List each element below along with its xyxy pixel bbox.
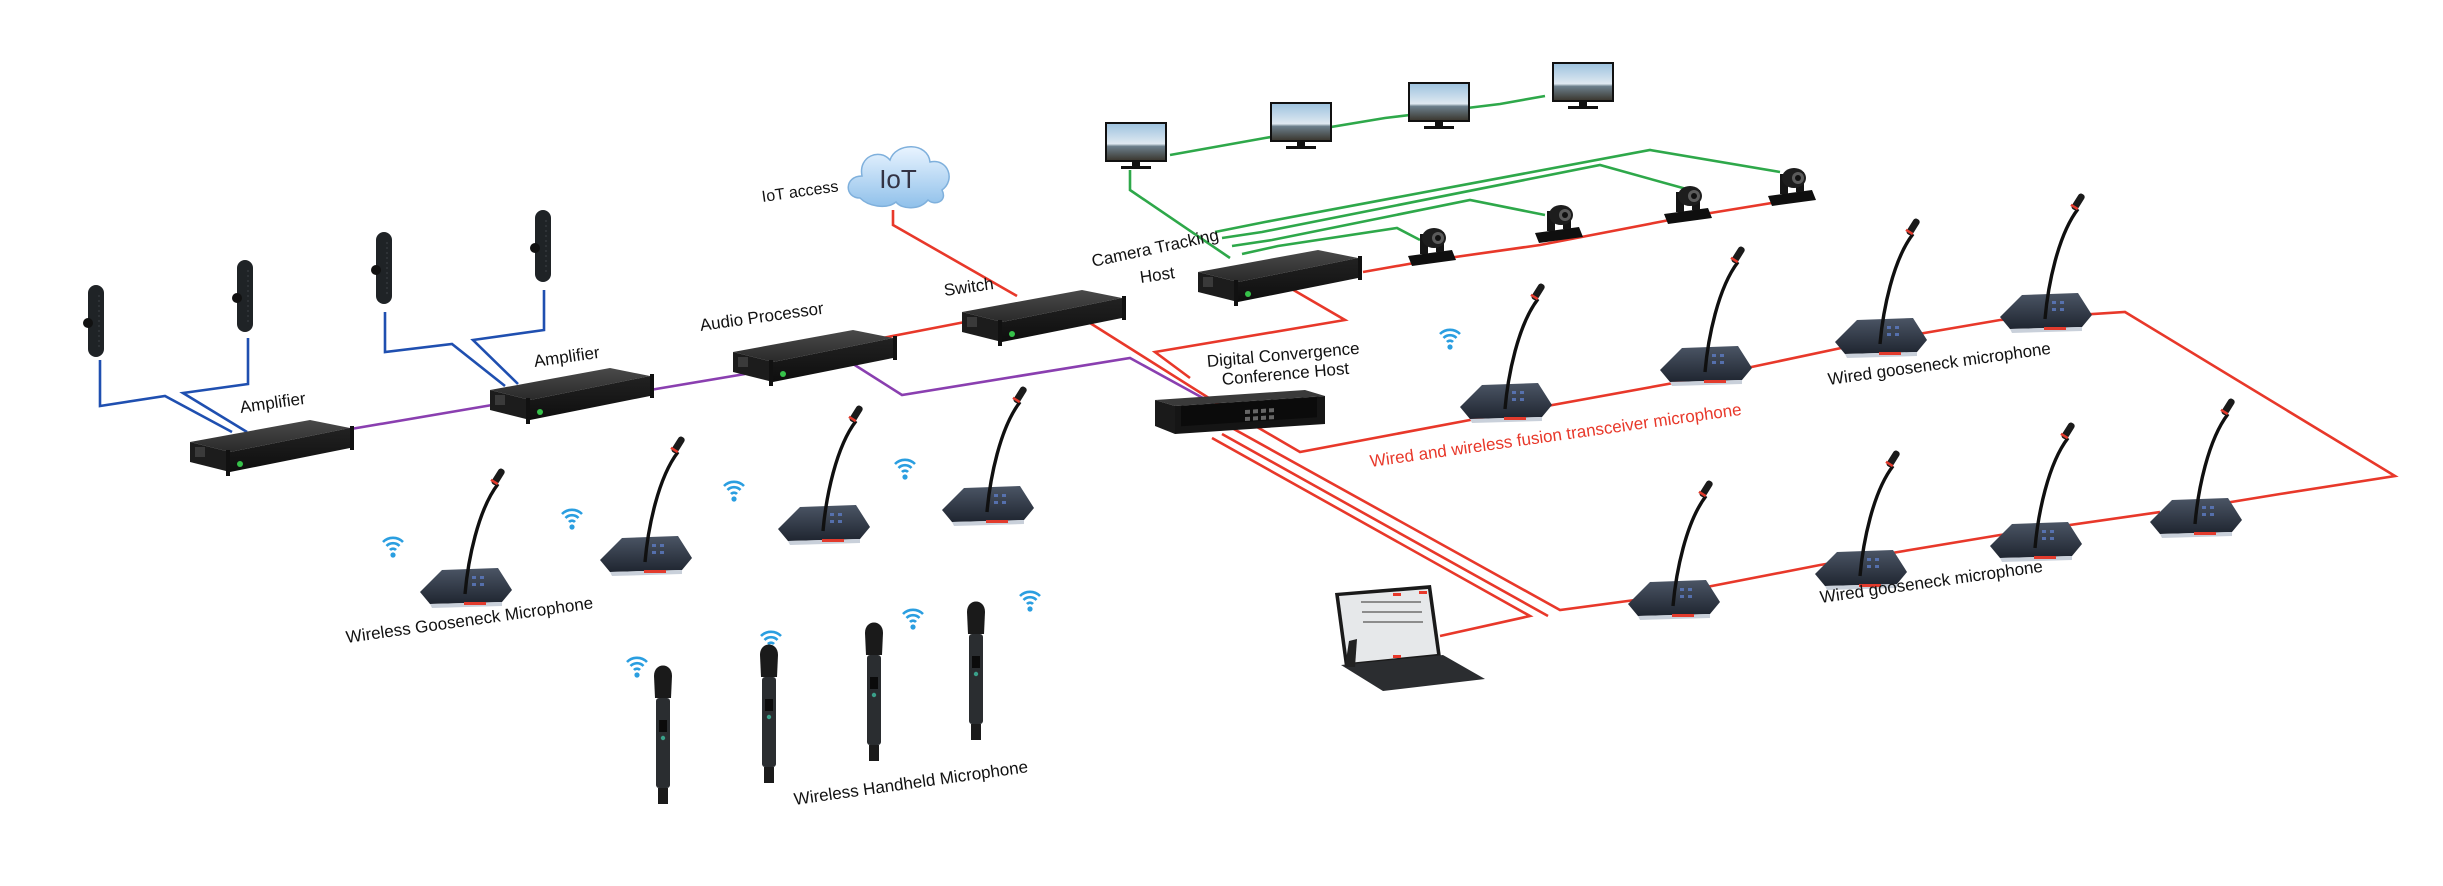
- net-line-host-lower-mics-b: [1221, 432, 1549, 618]
- display-3: [1408, 82, 1470, 129]
- audio-line-amp1-amp2: [344, 402, 499, 432]
- wifi-icon: [1438, 328, 1462, 351]
- net-line-switch-host: [1089, 321, 1226, 410]
- net-line-cam-host-down: [1151, 286, 1349, 380]
- wireless-handheld-1: [654, 665, 672, 804]
- audio-line-processor-host: [849, 356, 1213, 405]
- amplifier-2-device[interactable]: [490, 368, 654, 424]
- audio-line-amp2-processor: [649, 372, 746, 392]
- ptz-camera-2: [1535, 205, 1583, 243]
- display-1: [1105, 122, 1167, 169]
- wired-gooseneck-upper-2: [1998, 190, 2094, 335]
- wired-gooseneck-lower-1: [1626, 477, 1722, 622]
- speaker-line-1: [98, 360, 233, 434]
- net-line-cam-chain: [1362, 198, 1791, 274]
- wireless-gooseneck-3: [776, 402, 872, 547]
- fusion-mic-1: [1458, 280, 1554, 425]
- speaker-line-3: [383, 312, 506, 388]
- column-speaker-3: [370, 231, 393, 305]
- wifi-icon: [722, 480, 746, 503]
- wired-gooseneck-lower-2: [1813, 447, 1909, 592]
- wireless-handheld-4: [967, 601, 985, 740]
- wifi-icon: [625, 656, 649, 679]
- column-speaker-1: [82, 284, 105, 358]
- wireless-handheld-2: [760, 644, 778, 783]
- iot-cloud-text: IoT: [879, 164, 917, 194]
- video-line-ptz-1: [1241, 226, 1421, 256]
- column-speaker-4: [529, 209, 552, 283]
- video-line-displays: [1169, 94, 1546, 157]
- control-tablet[interactable]: [1335, 585, 1485, 691]
- wifi-icon: [901, 608, 925, 631]
- amplifier-1-device[interactable]: [190, 420, 354, 476]
- iot-cloud-icon[interactable]: [847, 146, 950, 209]
- camera-tracking-host-device[interactable]: [1198, 250, 1362, 306]
- speaker-line-2: [179, 338, 250, 434]
- ptz-camera-4: [1768, 168, 1816, 206]
- video-line-ptz-4: [1214, 148, 1781, 234]
- wired-gooseneck-lower-4: [2148, 395, 2244, 540]
- switch-device[interactable]: [962, 290, 1126, 346]
- net-line-iot-switch: [891, 210, 1018, 298]
- video-line-ptz-3: [1221, 163, 1691, 240]
- video-line-ptz-2: [1231, 198, 1546, 248]
- conference-host-device[interactable]: [1155, 390, 1325, 434]
- video-line-cam-host-display: [1128, 170, 1231, 260]
- fusion-mic-2: [1658, 243, 1754, 388]
- wireless-gooseneck-1: [418, 465, 514, 610]
- wired-gooseneck-lower-3: [1988, 419, 2084, 564]
- ptz-camera-3: [1664, 186, 1712, 224]
- wireless-gooseneck-2: [598, 433, 694, 578]
- speaker-line-4: [470, 290, 546, 385]
- wifi-icon: [560, 508, 584, 531]
- wifi-icon: [381, 536, 405, 559]
- net-line-host-tablet: [1211, 436, 1534, 638]
- column-speaker-2: [231, 259, 254, 333]
- wired-gooseneck-upper-1: [1833, 215, 1929, 360]
- display-2: [1270, 102, 1332, 149]
- wireless-gooseneck-4: [940, 383, 1036, 528]
- wifi-icon: [893, 458, 917, 481]
- display-4: [1552, 62, 1614, 109]
- ptz-camera-1: [1408, 228, 1456, 266]
- wifi-icon: [1018, 590, 1042, 613]
- wireless-handheld-3: [865, 622, 883, 761]
- net-line-host-fusion: [1244, 310, 2399, 514]
